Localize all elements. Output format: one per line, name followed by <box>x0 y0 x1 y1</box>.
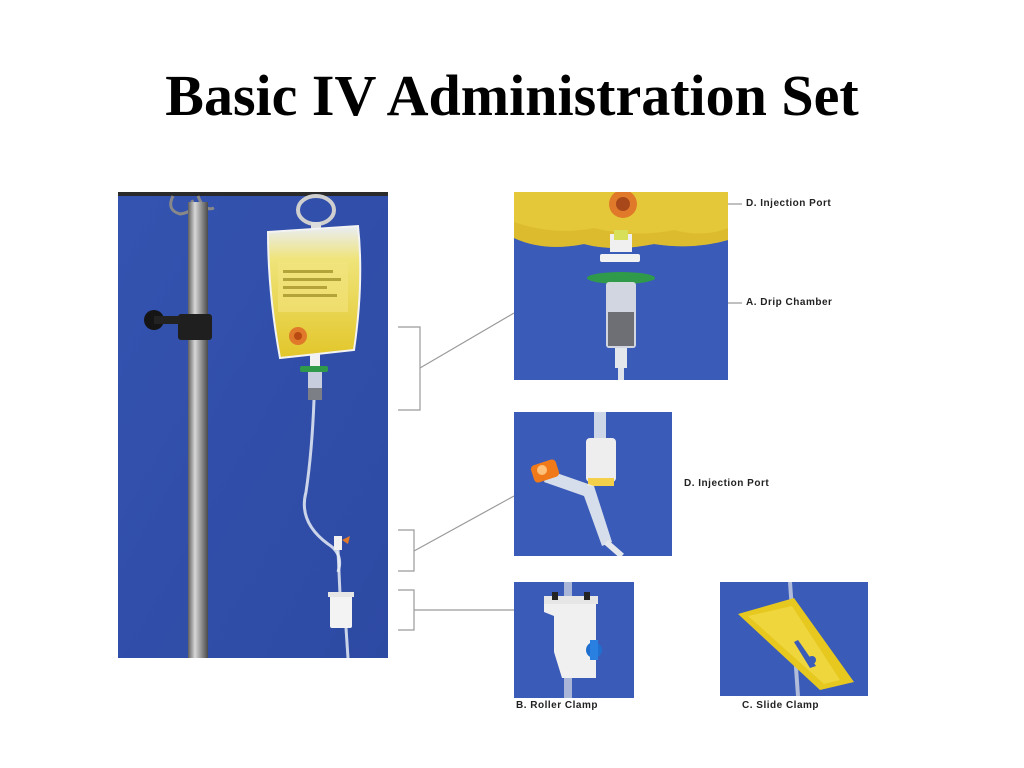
injection-port-photo <box>514 412 672 556</box>
label-slide-clamp: C. Slide Clamp <box>742 700 820 711</box>
label-injection-port-top: D. Injection Port <box>746 198 832 209</box>
label-drip-chamber: A. Drip Chamber <box>746 297 833 308</box>
slide-clamp-photo <box>720 582 868 696</box>
roller-clamp-photo <box>514 582 634 698</box>
label-injection-port-mid: D. Injection Port <box>684 478 770 489</box>
drip-chamber-photo <box>514 192 728 380</box>
iv-set-main-photo <box>118 192 388 658</box>
slide-title: Basic IV Administration Set <box>165 63 859 128</box>
label-roller-clamp: B. Roller Clamp <box>516 700 598 711</box>
